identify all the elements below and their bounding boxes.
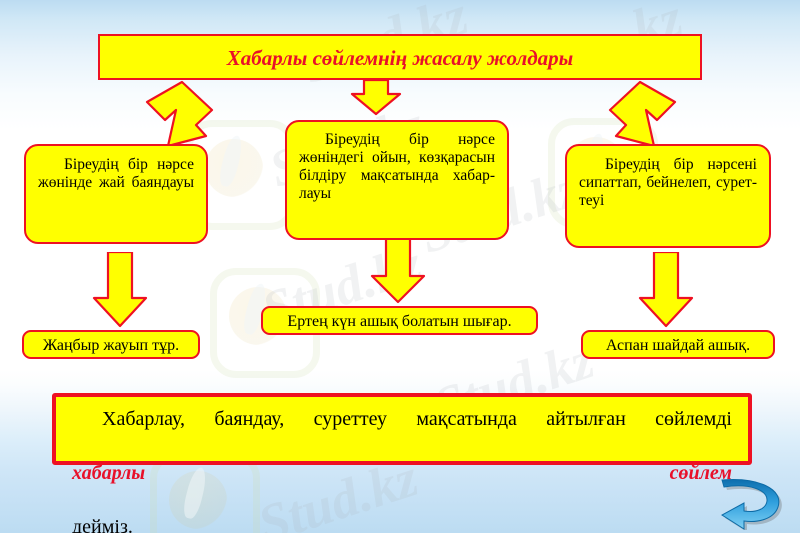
category-middle-text: Біреудің бір нәрсе жөніндегі ойын, көзқа… [299, 131, 495, 202]
example-middle-text: Ертең күн ашық болатын шығар. [287, 313, 512, 330]
category-left-text: Біреудің бір нәрсе жөнінде жай баяндауы [38, 156, 194, 191]
arrow-left-to-example [88, 252, 152, 330]
example-left-text: Жаңбыр жауып тұр. [42, 337, 180, 354]
arrow-middle-to-example [366, 238, 430, 306]
example-box-right: Аспан шайдай ашық. [581, 330, 775, 359]
example-box-left: Жаңбыр жауып тұр. [22, 330, 200, 359]
arrow-title-to-right [600, 80, 696, 148]
summary-text-part2: дейміз. [72, 516, 133, 533]
next-slide-arrow[interactable] [712, 476, 792, 533]
arrow-title-to-middle [348, 80, 404, 118]
category-right-text: Біреудің бір нәрсені сипаттап, бейнелеп,… [579, 156, 757, 209]
category-box-middle: Біреудің бір нәрсе жөніндегі ойын, көзқа… [285, 120, 509, 240]
arrow-title-to-left [126, 80, 222, 148]
summary-highlight: хабарлы сөйлем [72, 462, 732, 484]
example-right-text: Аспан шайдай ашық. [605, 337, 751, 354]
summary-text-part1: Хабарлау, баяндау, суреттеу мақсатында а… [102, 408, 732, 430]
title-box: Хабарлы сөйлемнің жасалу жолдары [98, 34, 702, 80]
summary-box: Хабарлау, баяндау, суреттеу мақсатында а… [52, 393, 752, 533]
arrow-right-to-example [634, 252, 698, 330]
title-text: Хабарлы сөйлемнің жасалу жолдары [226, 46, 574, 70]
example-box-middle: Ертең күн ашық болатын шығар. [261, 306, 538, 335]
category-box-right: Біреудің бір нәрсені сипаттап, бейнелеп,… [565, 144, 771, 248]
category-box-left: Біреудің бір нәрсе жөнінде жай баяндауы [24, 144, 208, 244]
